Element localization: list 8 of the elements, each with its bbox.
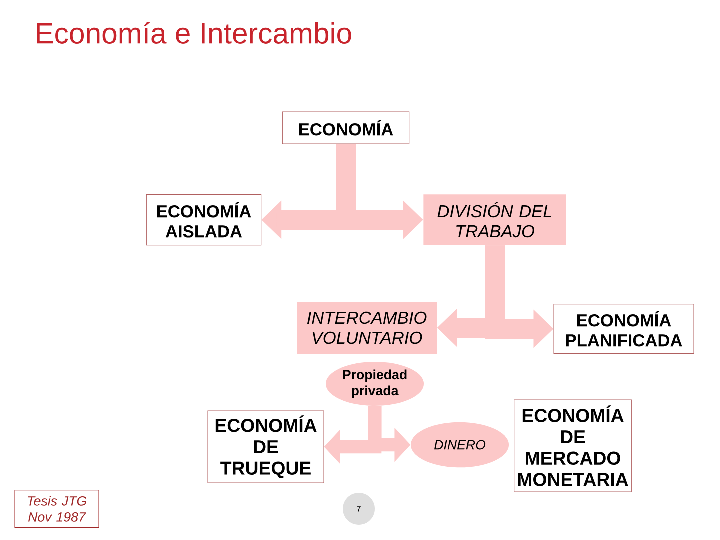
page-number: 7 [343, 493, 375, 525]
slide-title: Economía e Intercambio [37, 22, 352, 44]
concept-box: ECONOMÍA PLANIFICADA [554, 304, 694, 354]
concept-box: ECONOMÍA AISLADA [146, 194, 262, 246]
concept-box: ECONOMÍA DE MERCADO MONETARIA [514, 400, 632, 492]
title-box: ECONOMÍA [282, 112, 410, 144]
concept-box: ECONOMÍA DE TRUEQUE [208, 410, 324, 484]
author-box: Tesis JTG Nov 1987 [14, 490, 100, 528]
